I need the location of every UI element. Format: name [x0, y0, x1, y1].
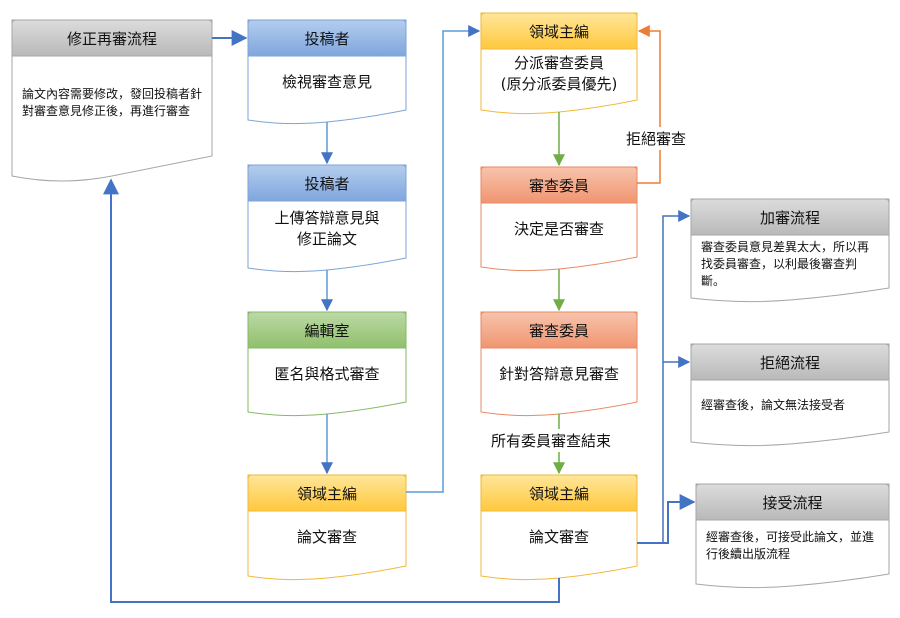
reject-card-shape [690, 343, 890, 447]
editor-assign-card-shape [480, 12, 638, 115]
arrow-reviewer1-decline [637, 25, 661, 184]
arrow-editor2-to-extra [637, 210, 691, 544]
reject-card-title: 拒絕流程 [759, 353, 820, 372]
author2-card-shape [247, 164, 407, 273]
editor2-card-shape [480, 474, 638, 581]
author1-card-shape [247, 19, 407, 125]
extra-card: 加審流程 審查委員意見差異太大，所以再找委員審查，以利最後審查判斷。 [691, 199, 889, 299]
accept-card-title: 接受流程 [762, 493, 823, 512]
office-card-shape [247, 311, 407, 417]
editor2-card: 領域主編 論文審查 [481, 475, 637, 578]
accept-card-body: 經審查後，可接受此論文，並進行後續出版流程 [706, 530, 875, 561]
accept-card-shape [695, 483, 890, 589]
revise-card: 修正再審流程 論文內容需要修改，發回投稿者針對審查意見修正後，再進行審查 [12, 20, 212, 176]
editor-assign-card-title: 領域主編 [528, 22, 589, 41]
author2-card-title: 投稿者 [304, 174, 350, 193]
extra-card-body: 審查委員意見差異太大，所以再找委員審查，以利最後審查判斷。 [701, 240, 870, 288]
reviewer2-card: 審查委員 針對答辯意見審查 [481, 312, 637, 414]
revise-card-body: 論文內容需要修改，發回投稿者針對審查意見修正後，再進行審查 [22, 87, 203, 118]
all-reviews-done-label: 所有委員審查結束 [488, 429, 615, 452]
author1-card: 投稿者 檢視審查意見 [248, 20, 406, 122]
reviewer1-card-title: 審查委員 [528, 176, 589, 195]
reject-card: 拒絕流程 經審查後，論文無法接受者 [691, 344, 889, 444]
arrow-editor2-to-revise [103, 178, 560, 603]
editor1-card-shape [247, 474, 407, 581]
editor-assign-card-body: 分派審查委員 (原分派委員優先) [500, 53, 618, 93]
reviewer2-card-shape [480, 311, 638, 417]
author1-card-body: 檢視審查意見 [281, 72, 372, 91]
office-card: 編輯室 匿名與格式審查 [248, 312, 406, 414]
editor1-card-title: 領域主編 [296, 484, 357, 503]
reviewer1-card-shape [480, 166, 638, 272]
reviewer1-card-body: 決定是否審查 [513, 219, 604, 238]
revise-card-shape [11, 19, 213, 182]
reviewer2-card-title: 審查委員 [528, 321, 589, 340]
reviewer2-card-body: 針對答辯意見審查 [498, 364, 619, 383]
editor-assign-card: 領域主編 分派審查委員 (原分派委員優先) [481, 13, 637, 112]
editor1-card: 領域主編 論文審查 [248, 475, 406, 578]
author2-card-body: 上傳答辯意見與 修正論文 [274, 208, 380, 248]
revise-card-title: 修正再審流程 [66, 29, 157, 48]
arrow-editor1-to-editor-assign [406, 25, 481, 493]
author2-card: 投稿者 上傳答辯意見與 修正論文 [248, 165, 406, 270]
editor2-card-body: 論文審查 [528, 528, 589, 546]
decline-review-label: 拒絕審查 [623, 127, 690, 150]
author1-card-title: 投稿者 [304, 29, 350, 48]
reject-card-body: 經審查後，論文無法接受者 [701, 397, 846, 412]
editor1-card-body: 論文審查 [296, 528, 357, 546]
office-card-body: 匿名與格式審查 [274, 364, 380, 383]
extra-card-title: 加審流程 [759, 208, 820, 227]
accept-card: 接受流程 經審查後，可接受此論文，並進行後續出版流程 [696, 484, 889, 586]
office-card-title: 編輯室 [304, 321, 350, 340]
arrow-editor2-to-accept [637, 494, 696, 544]
editor2-card-title: 領域主編 [528, 484, 589, 503]
reviewer1-card: 審查委員 決定是否審查 [481, 167, 637, 269]
extra-card-shape [690, 198, 890, 303]
